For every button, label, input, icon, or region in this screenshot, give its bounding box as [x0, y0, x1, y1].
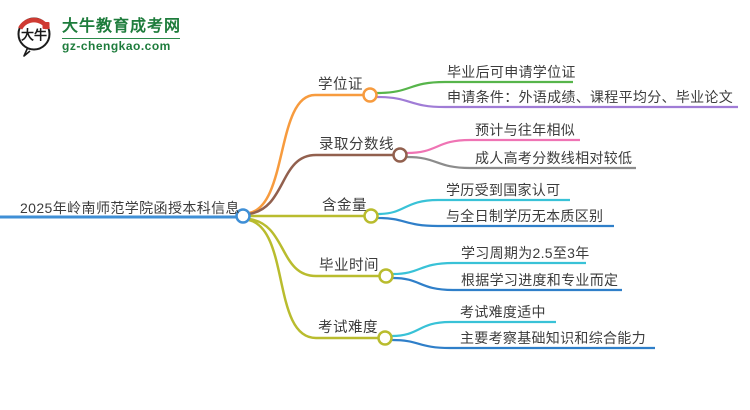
site-logo[interactable]: 大牛 大牛教育成考网 gz-chengkao.com	[13, 13, 181, 57]
branch-score-label: 录取分数线	[319, 137, 394, 153]
leaf-value-1-label: 学历受到国家认可	[446, 182, 561, 198]
branch-difficulty-line	[248, 218, 378, 340]
leaf-gradtime-1-line	[392, 261, 586, 276]
leaf-degree-1-line	[376, 80, 573, 95]
branch-gradtime-label: 毕业时间	[319, 258, 379, 274]
leaf-difficulty-1-label: 考试难度适中	[460, 304, 546, 320]
branch-degree-circle	[362, 87, 378, 103]
logo-domain-url: gz-chengkao.com	[62, 38, 171, 53]
leaf-degree-1-label: 毕业后可申请学位证	[447, 64, 576, 80]
leaf-score-1-line	[406, 138, 580, 155]
leaf-difficulty-2-line	[391, 338, 655, 350]
logo-title: 大牛教育成考网	[62, 17, 182, 35]
branch-score-line	[248, 153, 393, 216]
branch-difficulty-label: 考试难度	[318, 320, 378, 336]
branch-score-circle	[392, 147, 408, 163]
center-node-label: 2025年岭南师范学院函授本科信息	[20, 200, 240, 216]
branch-difficulty-circle	[377, 330, 393, 346]
leaf-score-2-line	[406, 155, 636, 170]
logo-icon-text: 大牛	[21, 28, 47, 43]
branch-gradtime-circle	[378, 268, 394, 284]
leaf-gradtime-1-label: 学习周期为2.5至3年	[461, 245, 590, 261]
branch-degree-label: 学位证	[318, 77, 363, 93]
daniu-logo-icon: 大牛	[17, 17, 51, 57]
leaf-degree-2-label: 申请条件：外语成绩、课程平均分、毕业论文	[447, 89, 733, 105]
leaf-gradtime-2-label: 根据学习进度和专业而定	[461, 272, 619, 288]
branch-degree-line	[248, 93, 363, 215]
leaf-value-2-label: 与全日制学历无本质区别	[446, 208, 604, 224]
leaf-difficulty-2-label: 主要考察基础知识和综合能力	[460, 330, 646, 346]
logo-divider	[62, 37, 180, 39]
branch-gradtime-line	[248, 217, 379, 278]
leaf-difficulty-1-line	[391, 320, 556, 338]
leaf-value-2-line	[377, 216, 614, 228]
leaf-score-1-label: 预计与往年相似	[475, 122, 576, 138]
leaf-degree-2-line	[376, 95, 738, 109]
leaf-score-2-label: 成人高考分数线相对较低	[475, 150, 633, 166]
center-node-circle	[235, 208, 251, 224]
leaf-value-1-line	[377, 198, 570, 216]
leaf-gradtime-2-line	[392, 276, 622, 292]
branch-value-label: 含金量	[322, 198, 367, 214]
branch-value-circle	[363, 208, 379, 224]
red-seal-stamp	[42, 22, 50, 29]
